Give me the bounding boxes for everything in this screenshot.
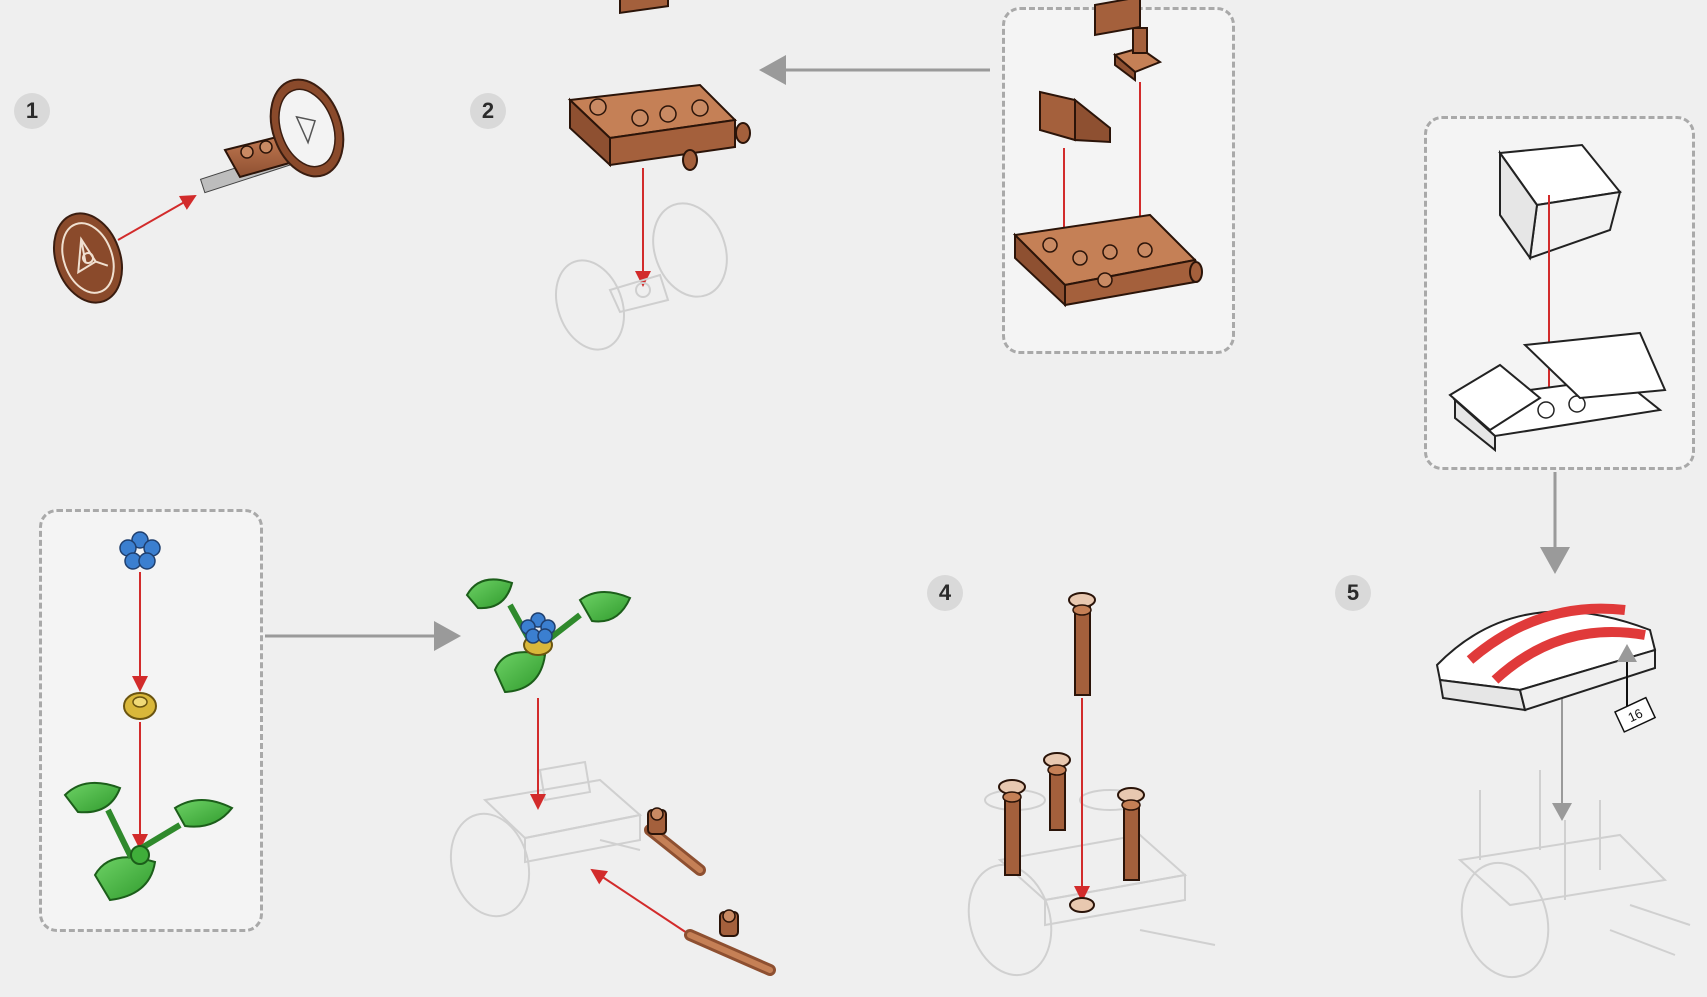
subassembly-flower — [63, 531, 234, 902]
step-number-4: 4 — [927, 575, 963, 611]
subassembly-chassis — [1012, 0, 1203, 308]
curved-slope-icon — [1448, 331, 1667, 432]
length-indicator-label: 16 — [1626, 705, 1645, 725]
round-plate-icon — [123, 692, 157, 720]
length-indicator-icon: 16 — [1614, 696, 1657, 733]
wheel-icon — [53, 212, 123, 304]
bar-icon — [1043, 752, 1071, 831]
plate-icon — [1012, 0, 1203, 308]
step3-assembly — [449, 578, 776, 976]
curved-slope-icon — [1498, 143, 1622, 261]
bracket-icon — [1112, 27, 1163, 82]
flower-icon — [119, 531, 161, 570]
step4-assembly — [967, 592, 1216, 977]
step-number-1: 1 — [14, 93, 50, 129]
flower-stem-icon — [465, 578, 632, 694]
wheel-icon — [269, 78, 345, 178]
stem-leaves-icon — [63, 781, 234, 902]
bar-icon — [1117, 787, 1145, 881]
chassis-brick-icon — [567, 0, 751, 171]
cart-ghost-icon — [967, 789, 1216, 977]
subassembly-roof — [1448, 143, 1667, 453]
wheel-assembly-ghost-icon — [555, 202, 728, 351]
step-number-2: 2 — [470, 93, 506, 129]
roof-icon — [1435, 603, 1657, 712]
cart-ghost-icon — [449, 760, 643, 918]
bar-icon — [1068, 592, 1096, 696]
step-number-5: 5 — [1335, 575, 1371, 611]
pin-icon — [684, 909, 776, 976]
step5-assembly: 16 — [1435, 603, 1691, 979]
step1-assembly — [53, 78, 345, 304]
cart-ghost-icon — [1457, 770, 1691, 979]
pin-icon — [644, 807, 706, 876]
step2-assembly — [555, 0, 751, 351]
bar-icon — [998, 779, 1026, 876]
slope-tile-icon — [1039, 90, 1111, 144]
